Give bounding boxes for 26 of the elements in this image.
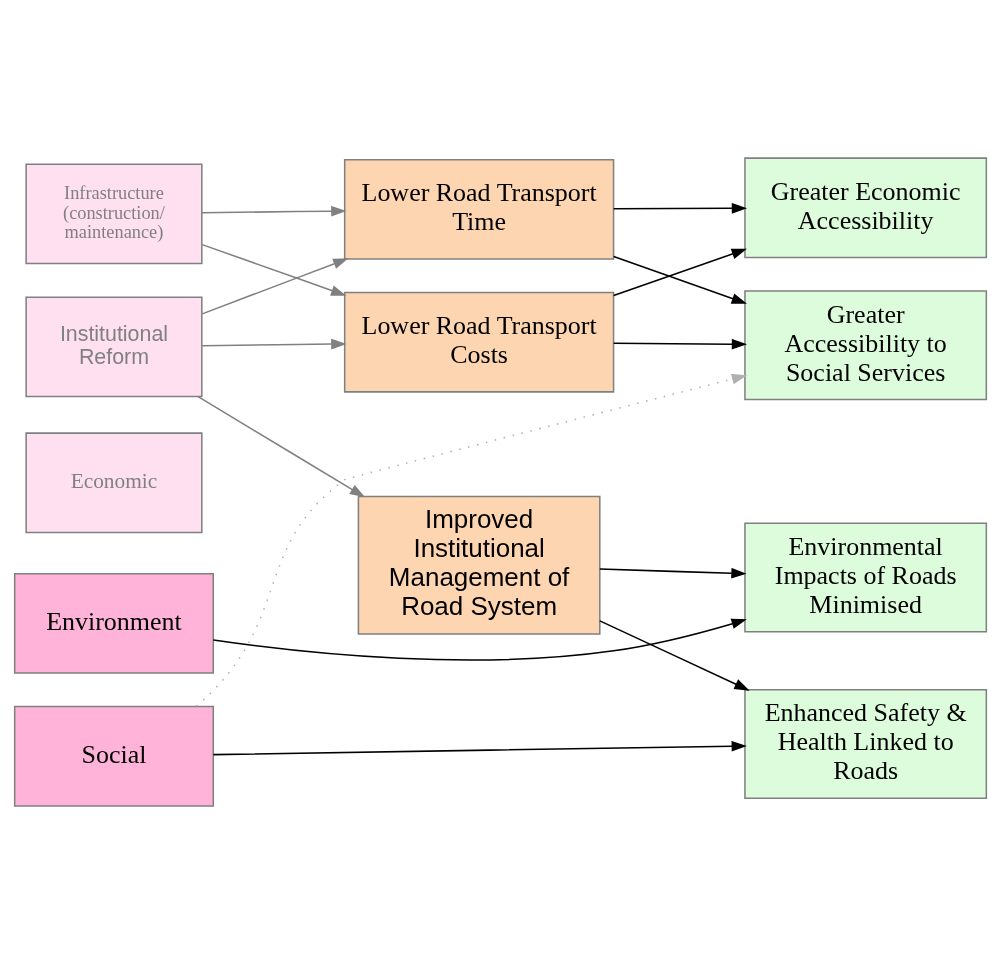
node-box: Social: [13, 705, 215, 807]
arrow: [612, 202, 748, 214]
node-box: Lower Road Transport Time: [343, 158, 615, 260]
node-box: Greater Accessibility to Social Services: [744, 289, 988, 400]
node-box: Infrastructure (construction/ maintenance): [25, 162, 203, 264]
node-box: Lower Road Transport Costs: [343, 291, 615, 393]
arrow: [599, 619, 750, 691]
arrow: [201, 257, 349, 315]
node-box: Improved Institutional Management of Road System: [357, 495, 601, 635]
arrow: [212, 618, 747, 661]
arrow: [201, 205, 347, 216]
arrow: [201, 243, 347, 296]
arrow: [599, 567, 747, 579]
arrow: [612, 248, 747, 296]
arrow: [212, 740, 747, 755]
arrow: [197, 395, 366, 497]
node-box: Greater Economic Accessibility: [744, 156, 988, 258]
node-box: Enhanced Safety & Health Linked to Roads: [744, 688, 988, 799]
node-box: Institutional Reform: [25, 295, 203, 397]
arrow: [201, 338, 347, 349]
arrow: [612, 255, 747, 304]
arrow: [195, 373, 748, 707]
node-box: Economic: [25, 431, 203, 533]
node-box: Environmental Impacts of Roads Minimised: [744, 522, 988, 632]
arrow: [612, 338, 748, 350]
node-box: Environment: [13, 572, 215, 674]
